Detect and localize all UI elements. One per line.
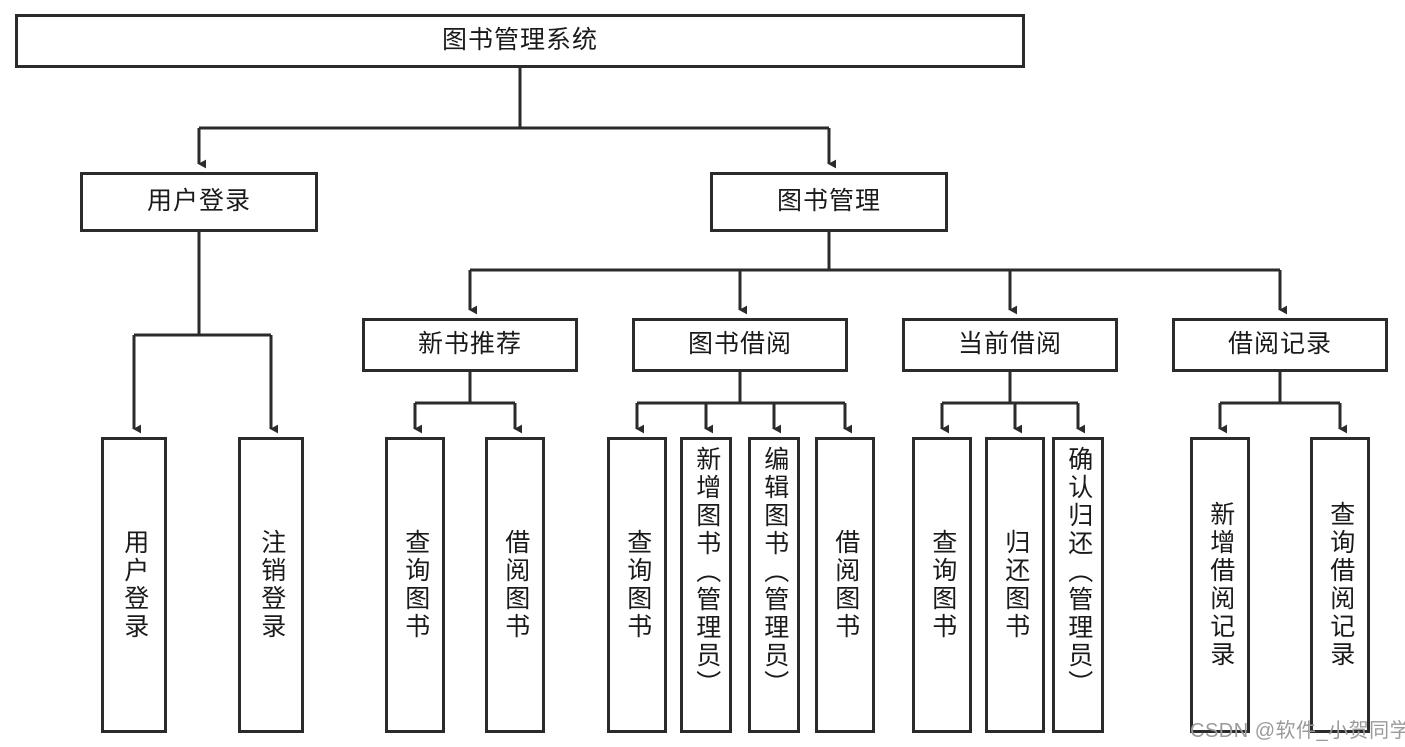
node-root-label: 图书管理系统 xyxy=(441,26,598,55)
node-leaf-query-book-borrow[interactable]: 查询图书 xyxy=(607,437,667,733)
node-current-borrow[interactable]: 当前借阅 xyxy=(902,318,1118,372)
node-book-manage[interactable]: 图书管理 xyxy=(710,172,948,232)
node-leaf-edit-book-admin-label: 编辑图书（管理员） xyxy=(760,446,789,698)
node-leaf-borrow-book-label: 借阅图书 xyxy=(831,529,860,641)
node-new-book-recommend-label: 新书推荐 xyxy=(417,330,522,359)
node-leaf-user-logout-label: 注销登录 xyxy=(257,529,286,641)
node-leaf-add-borrow-record[interactable]: 新增借阅记录 xyxy=(1190,437,1250,733)
node-leaf-return-book[interactable]: 归还图书 xyxy=(985,437,1045,733)
node-new-book-recommend[interactable]: 新书推荐 xyxy=(362,318,578,372)
node-current-borrow-label: 当前借阅 xyxy=(957,330,1062,359)
node-leaf-edit-book-admin[interactable]: 编辑图书（管理员） xyxy=(748,437,800,733)
node-leaf-confirm-return-admin[interactable]: 确认归还（管理员） xyxy=(1052,437,1104,733)
node-user-login-label: 用户登录 xyxy=(146,187,251,216)
node-leaf-query-book-rec-label: 查询图书 xyxy=(401,529,430,641)
node-leaf-add-book-admin[interactable]: 新增图书（管理员） xyxy=(680,437,732,733)
node-borrow-record[interactable]: 借阅记录 xyxy=(1172,318,1388,372)
node-leaf-query-book-rec[interactable]: 查询图书 xyxy=(385,437,445,733)
node-leaf-add-book-admin-label: 新增图书（管理员） xyxy=(692,446,721,698)
node-leaf-borrow-book-rec-label: 借阅图书 xyxy=(501,529,530,641)
node-leaf-query-book-current-label: 查询图书 xyxy=(928,529,957,641)
watermark: CSDN @软件_小贺同学 xyxy=(1190,720,1405,742)
node-leaf-borrow-book-rec[interactable]: 借阅图书 xyxy=(485,437,545,733)
node-leaf-user-logout[interactable]: 注销登录 xyxy=(238,437,304,733)
node-book-borrow-label: 图书借阅 xyxy=(687,330,792,359)
node-leaf-query-borrow-record[interactable]: 查询借阅记录 xyxy=(1310,437,1370,733)
node-leaf-borrow-book[interactable]: 借阅图书 xyxy=(815,437,875,733)
node-borrow-record-label: 借阅记录 xyxy=(1227,330,1332,359)
node-leaf-user-login-label: 用户登录 xyxy=(120,529,149,641)
node-leaf-query-borrow-record-label: 查询借阅记录 xyxy=(1326,501,1355,669)
node-user-login[interactable]: 用户登录 xyxy=(80,172,318,232)
node-leaf-user-login[interactable]: 用户登录 xyxy=(101,437,167,733)
node-leaf-query-book-borrow-label: 查询图书 xyxy=(623,529,652,641)
node-leaf-return-book-label: 归还图书 xyxy=(1001,529,1030,641)
node-root[interactable]: 图书管理系统 xyxy=(15,14,1025,68)
node-leaf-add-borrow-record-label: 新增借阅记录 xyxy=(1206,501,1235,669)
node-book-manage-label: 图书管理 xyxy=(776,187,881,216)
node-leaf-query-book-current[interactable]: 查询图书 xyxy=(912,437,972,733)
node-leaf-confirm-return-admin-label: 确认归还（管理员） xyxy=(1064,446,1093,698)
node-book-borrow[interactable]: 图书借阅 xyxy=(632,318,848,372)
